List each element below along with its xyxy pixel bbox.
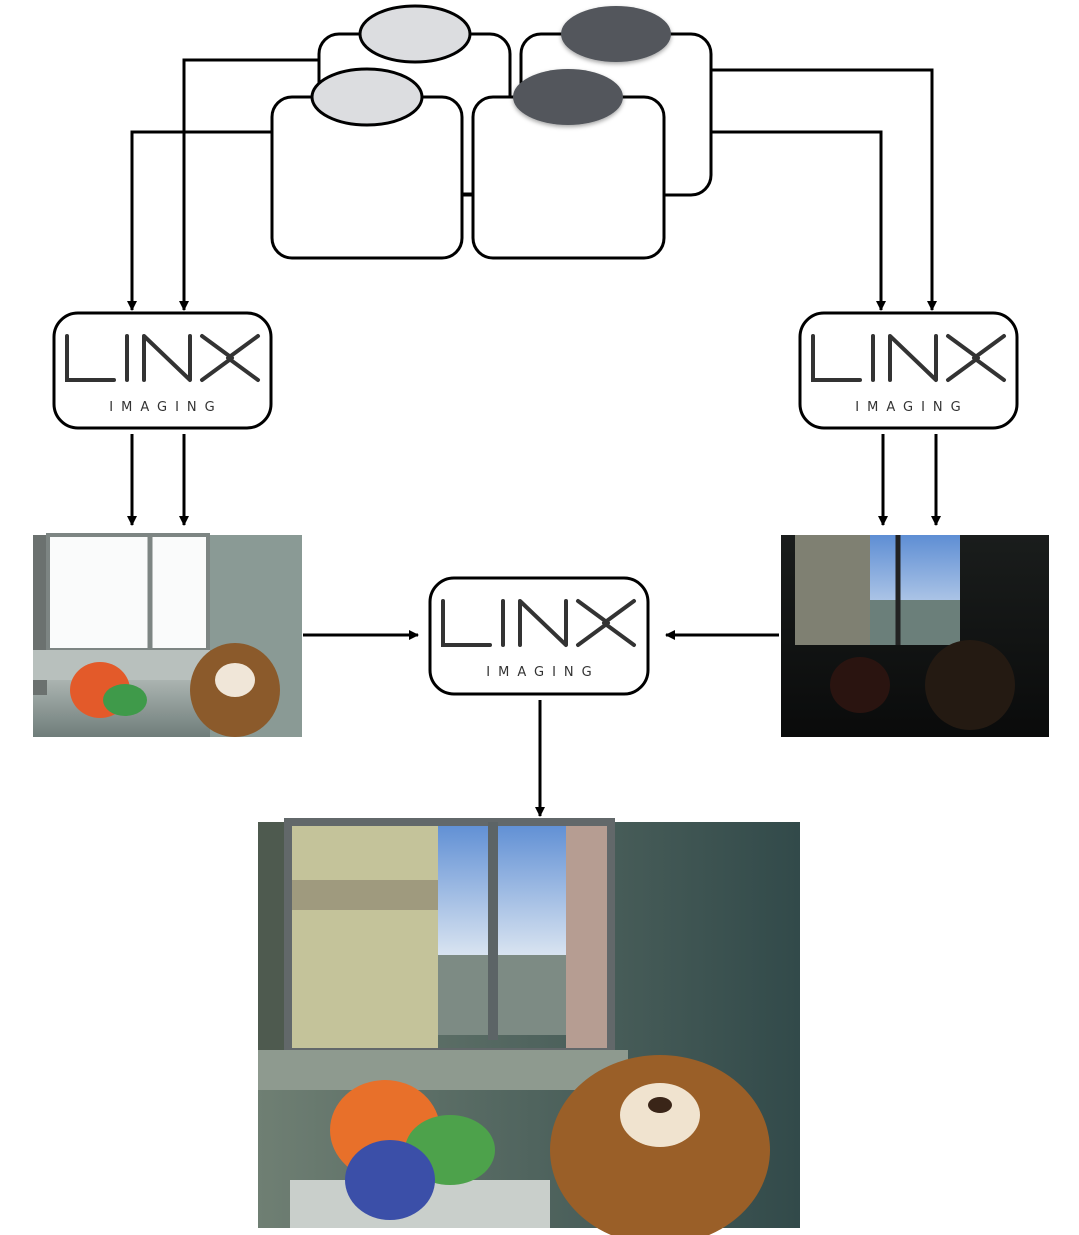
lens-light-back	[358, 4, 472, 64]
arrow-right-sensor-b	[664, 130, 886, 311]
arrow-left-sensor-a	[179, 58, 319, 311]
arrow-left-sensor-b	[127, 130, 272, 311]
lens-dark-back	[561, 6, 671, 62]
image-bright-exposure	[33, 533, 302, 737]
logo-subtitle: IMAGING	[109, 400, 222, 415]
image-dark-exposure	[781, 535, 1049, 737]
lens-dark-front	[513, 69, 623, 125]
arrow-right-sensor-a	[711, 68, 937, 311]
image-fused-output	[258, 818, 800, 1235]
connectors	[127, 58, 941, 817]
sensor-group	[270, 4, 713, 260]
logo-subtitle: IMAGING	[855, 400, 968, 415]
processor-center: IMAGING	[428, 576, 650, 696]
processor-left: IMAGING	[52, 311, 273, 430]
processor-right: IMAGING	[798, 311, 1019, 430]
lens-light-front	[310, 67, 424, 127]
logo-subtitle: IMAGING	[486, 665, 599, 680]
